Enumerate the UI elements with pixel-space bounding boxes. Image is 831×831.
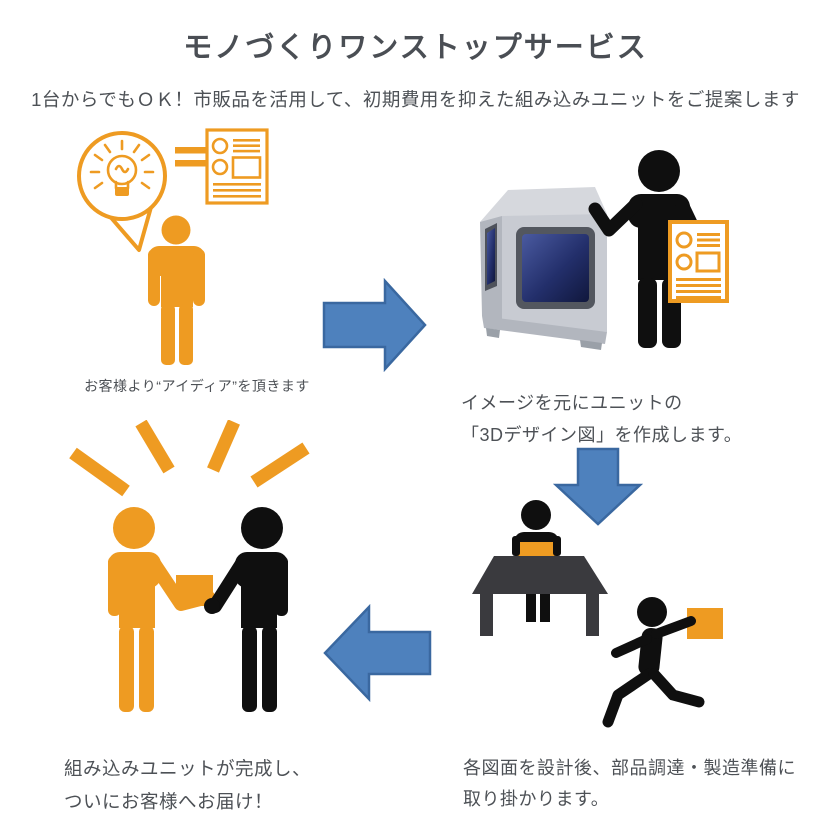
engineer-person-icon — [588, 150, 700, 348]
page-subtitle: 1台からでもＯＫ！市販品を活用して、初期費用を抑えた組み込みユニットをご提案しま… — [31, 89, 800, 110]
caption-line: イメージを元にユニットの — [461, 393, 683, 413]
step-delivery-caption: 組み込みユニットが完成し、 ついにお客様へお届け！ — [64, 752, 311, 818]
delivery-illustration — [69, 420, 310, 712]
designer-at-desk-icon — [472, 500, 608, 636]
caption-line: 各図面を設計後、部品調達・製造準備に — [463, 758, 796, 778]
idea-speech-bubble-icon — [77, 131, 167, 252]
step-procurement-caption: 各図面を設計後、部品調達・製造準備に 取り掛かります。 — [463, 753, 796, 815]
page-title: モノづくりワンストップサービス — [183, 32, 648, 64]
caption-line: 組み込みユニットが完成し、 — [64, 758, 312, 779]
customer-person-black-icon — [235, 507, 288, 712]
design-illustration — [480, 150, 729, 350]
equals-sign-icon — [175, 147, 206, 167]
caption-line: お客様より“アイディア”を頂きます — [84, 378, 310, 394]
design-document-icon — [668, 220, 729, 303]
celebration-rays-icon — [69, 420, 310, 497]
step-design-caption: イメージを元にユニットの 「3Dデザイン図」を作成します。 — [461, 387, 742, 451]
runner-with-parts-icon — [602, 597, 723, 728]
step-idea-caption: お客様より“アイディア”を頂きます — [62, 376, 332, 396]
procurement-illustration — [472, 500, 723, 728]
idea-illustration — [77, 128, 269, 365]
machine-unit-icon — [480, 187, 607, 350]
flow-arrow-down-icon — [553, 447, 643, 526]
handshake-delivery-icon — [108, 507, 288, 712]
flow-arrow-left-icon — [323, 603, 432, 702]
lightbulb-icon — [89, 139, 155, 196]
supplier-person-icon — [108, 507, 161, 712]
caption-line: 「3Dデザイン図」を作成します。 — [461, 425, 743, 445]
caption-line: 取り掛かります。 — [463, 789, 610, 809]
caption-line: ついにお客様へお届け！ — [64, 791, 274, 812]
customer-person-icon — [148, 215, 205, 365]
spec-document-icon — [205, 128, 269, 205]
flow-arrow-right-icon — [322, 278, 427, 372]
